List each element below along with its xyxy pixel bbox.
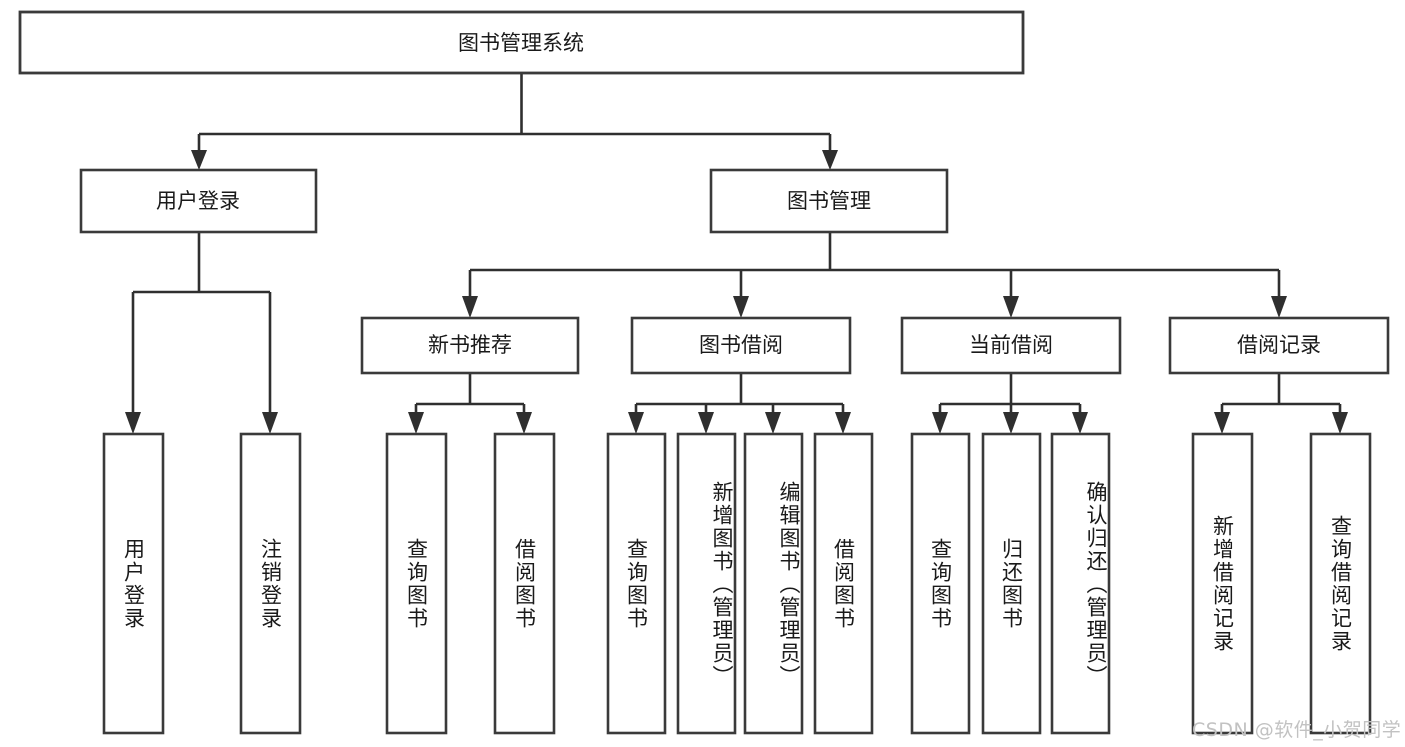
leaf-box-new-book-1[interactable] — [385, 432, 448, 735]
arrow-head-leaf-r2 — [1332, 412, 1348, 434]
node-new-book-recommend-box[interactable] — [360, 316, 580, 375]
arrow-head-l3-4 — [1271, 296, 1287, 318]
connector-group-user-login-to-leaves — [125, 232, 278, 434]
arrow-head-leaf-n1 — [408, 412, 424, 434]
arrow-head-leaf-b3 — [765, 412, 781, 434]
leaf-box-current-borrow-2[interactable] — [981, 432, 1042, 735]
leaf-box-book-borrow-2[interactable] — [676, 432, 737, 735]
arrow-head-l3-2 — [733, 296, 749, 318]
node-root[interactable]: 图书管理系统 — [18, 10, 1025, 75]
arrow-head-user-login — [191, 150, 207, 170]
csdn-watermark: CSDN @软件_小贺同学 — [1192, 719, 1402, 741]
connector-group-book-borrow-to-leaves — [628, 373, 851, 434]
arrow-head-leaf-b4 — [835, 412, 851, 434]
connector-group-book-manage-to-level3 — [462, 232, 1287, 318]
node-borrow-record-label: 借阅记录 — [1237, 333, 1321, 357]
node-current-borrow-box[interactable] — [900, 316, 1122, 375]
arrow-head-l3-1 — [462, 296, 478, 318]
arrow-head-book-manage — [822, 150, 838, 170]
node-borrow-record-box[interactable] — [1168, 316, 1390, 375]
node-book-manage-box[interactable] — [709, 168, 949, 234]
node-new-book-recommend-label: 新书推荐 — [428, 333, 512, 357]
node-user-login-label: 用户登录 — [156, 189, 240, 213]
node-user-login-box[interactable] — [79, 168, 318, 234]
node-new-book-recommend[interactable]: 新书推荐 — [360, 316, 580, 375]
leaf-box-borrow-record-1[interactable] — [1191, 432, 1254, 735]
leaf-box-user-login-2[interactable] — [239, 432, 302, 735]
arrow-head-l3-3 — [1003, 296, 1019, 318]
connector-group-current-borrow-to-leaves — [932, 373, 1088, 434]
node-current-borrow-label: 当前借阅 — [969, 333, 1053, 357]
connector-group-root-to-level2 — [191, 73, 838, 170]
leaf-box-book-borrow-1[interactable] — [606, 432, 667, 735]
leaf-box-borrow-record-2[interactable] — [1309, 432, 1372, 735]
leaf-box-book-borrow-4[interactable] — [813, 432, 874, 735]
node-user-login[interactable]: 用户登录 — [79, 168, 318, 234]
leaf-box-user-login-1[interactable] — [102, 432, 165, 735]
node-book-manage[interactable]: 图书管理 — [709, 168, 949, 234]
arrow-head-leaf-r1 — [1214, 412, 1230, 434]
arrow-head-leaf-n2 — [516, 412, 532, 434]
arrow-head-leaf-b2 — [698, 412, 714, 434]
arrow-head-leaf-c2 — [1003, 412, 1019, 434]
connector-group-borrow-record-to-leaves — [1214, 373, 1348, 434]
node-current-borrow[interactable]: 当前借阅 — [900, 316, 1122, 375]
node-book-borrow-box[interactable] — [630, 316, 852, 375]
arrow-head-leaf-u1 — [125, 412, 141, 434]
node-book-borrow-label: 图书借阅 — [699, 333, 783, 357]
node-root-label: 图书管理系统 — [458, 31, 584, 55]
arrow-head-leaf-c3 — [1072, 412, 1088, 434]
arrow-head-leaf-b1 — [628, 412, 644, 434]
leaf-box-current-borrow-1[interactable] — [910, 432, 971, 735]
node-book-manage-label: 图书管理 — [787, 189, 871, 213]
node-book-borrow[interactable]: 图书借阅 — [630, 316, 852, 375]
node-borrow-record[interactable]: 借阅记录 — [1168, 316, 1390, 375]
arrow-head-leaf-c1 — [932, 412, 948, 434]
node-root-box[interactable] — [18, 10, 1025, 75]
connector-group-new-book-to-leaves — [408, 373, 532, 434]
arrow-head-leaf-u2 — [262, 412, 278, 434]
leaf-box-book-borrow-3[interactable] — [743, 432, 804, 735]
leaf-box-current-borrow-3[interactable] — [1050, 432, 1111, 735]
leaf-box-new-book-2[interactable] — [493, 432, 556, 735]
